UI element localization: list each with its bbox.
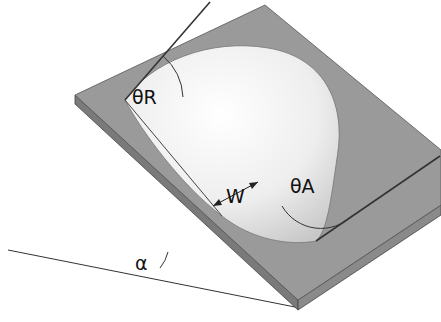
receding-tangent bbox=[125, 2, 210, 100]
receding-angle-label: θR bbox=[132, 88, 157, 107]
contact-line bbox=[125, 100, 222, 216]
advancing-tangent bbox=[316, 156, 440, 241]
advancing-angle-label: θA bbox=[290, 177, 315, 196]
arrow-head bbox=[249, 182, 258, 189]
plate-top bbox=[75, 5, 441, 300]
width-label: W bbox=[226, 187, 245, 206]
tilt-angle-label: α bbox=[135, 254, 148, 273]
receding-arc bbox=[163, 56, 183, 97]
arrow-head bbox=[213, 199, 222, 206]
advancing-arc bbox=[282, 206, 353, 228]
droplet bbox=[125, 46, 339, 243]
alpha-arc bbox=[160, 252, 168, 268]
width-arrow bbox=[213, 182, 258, 206]
